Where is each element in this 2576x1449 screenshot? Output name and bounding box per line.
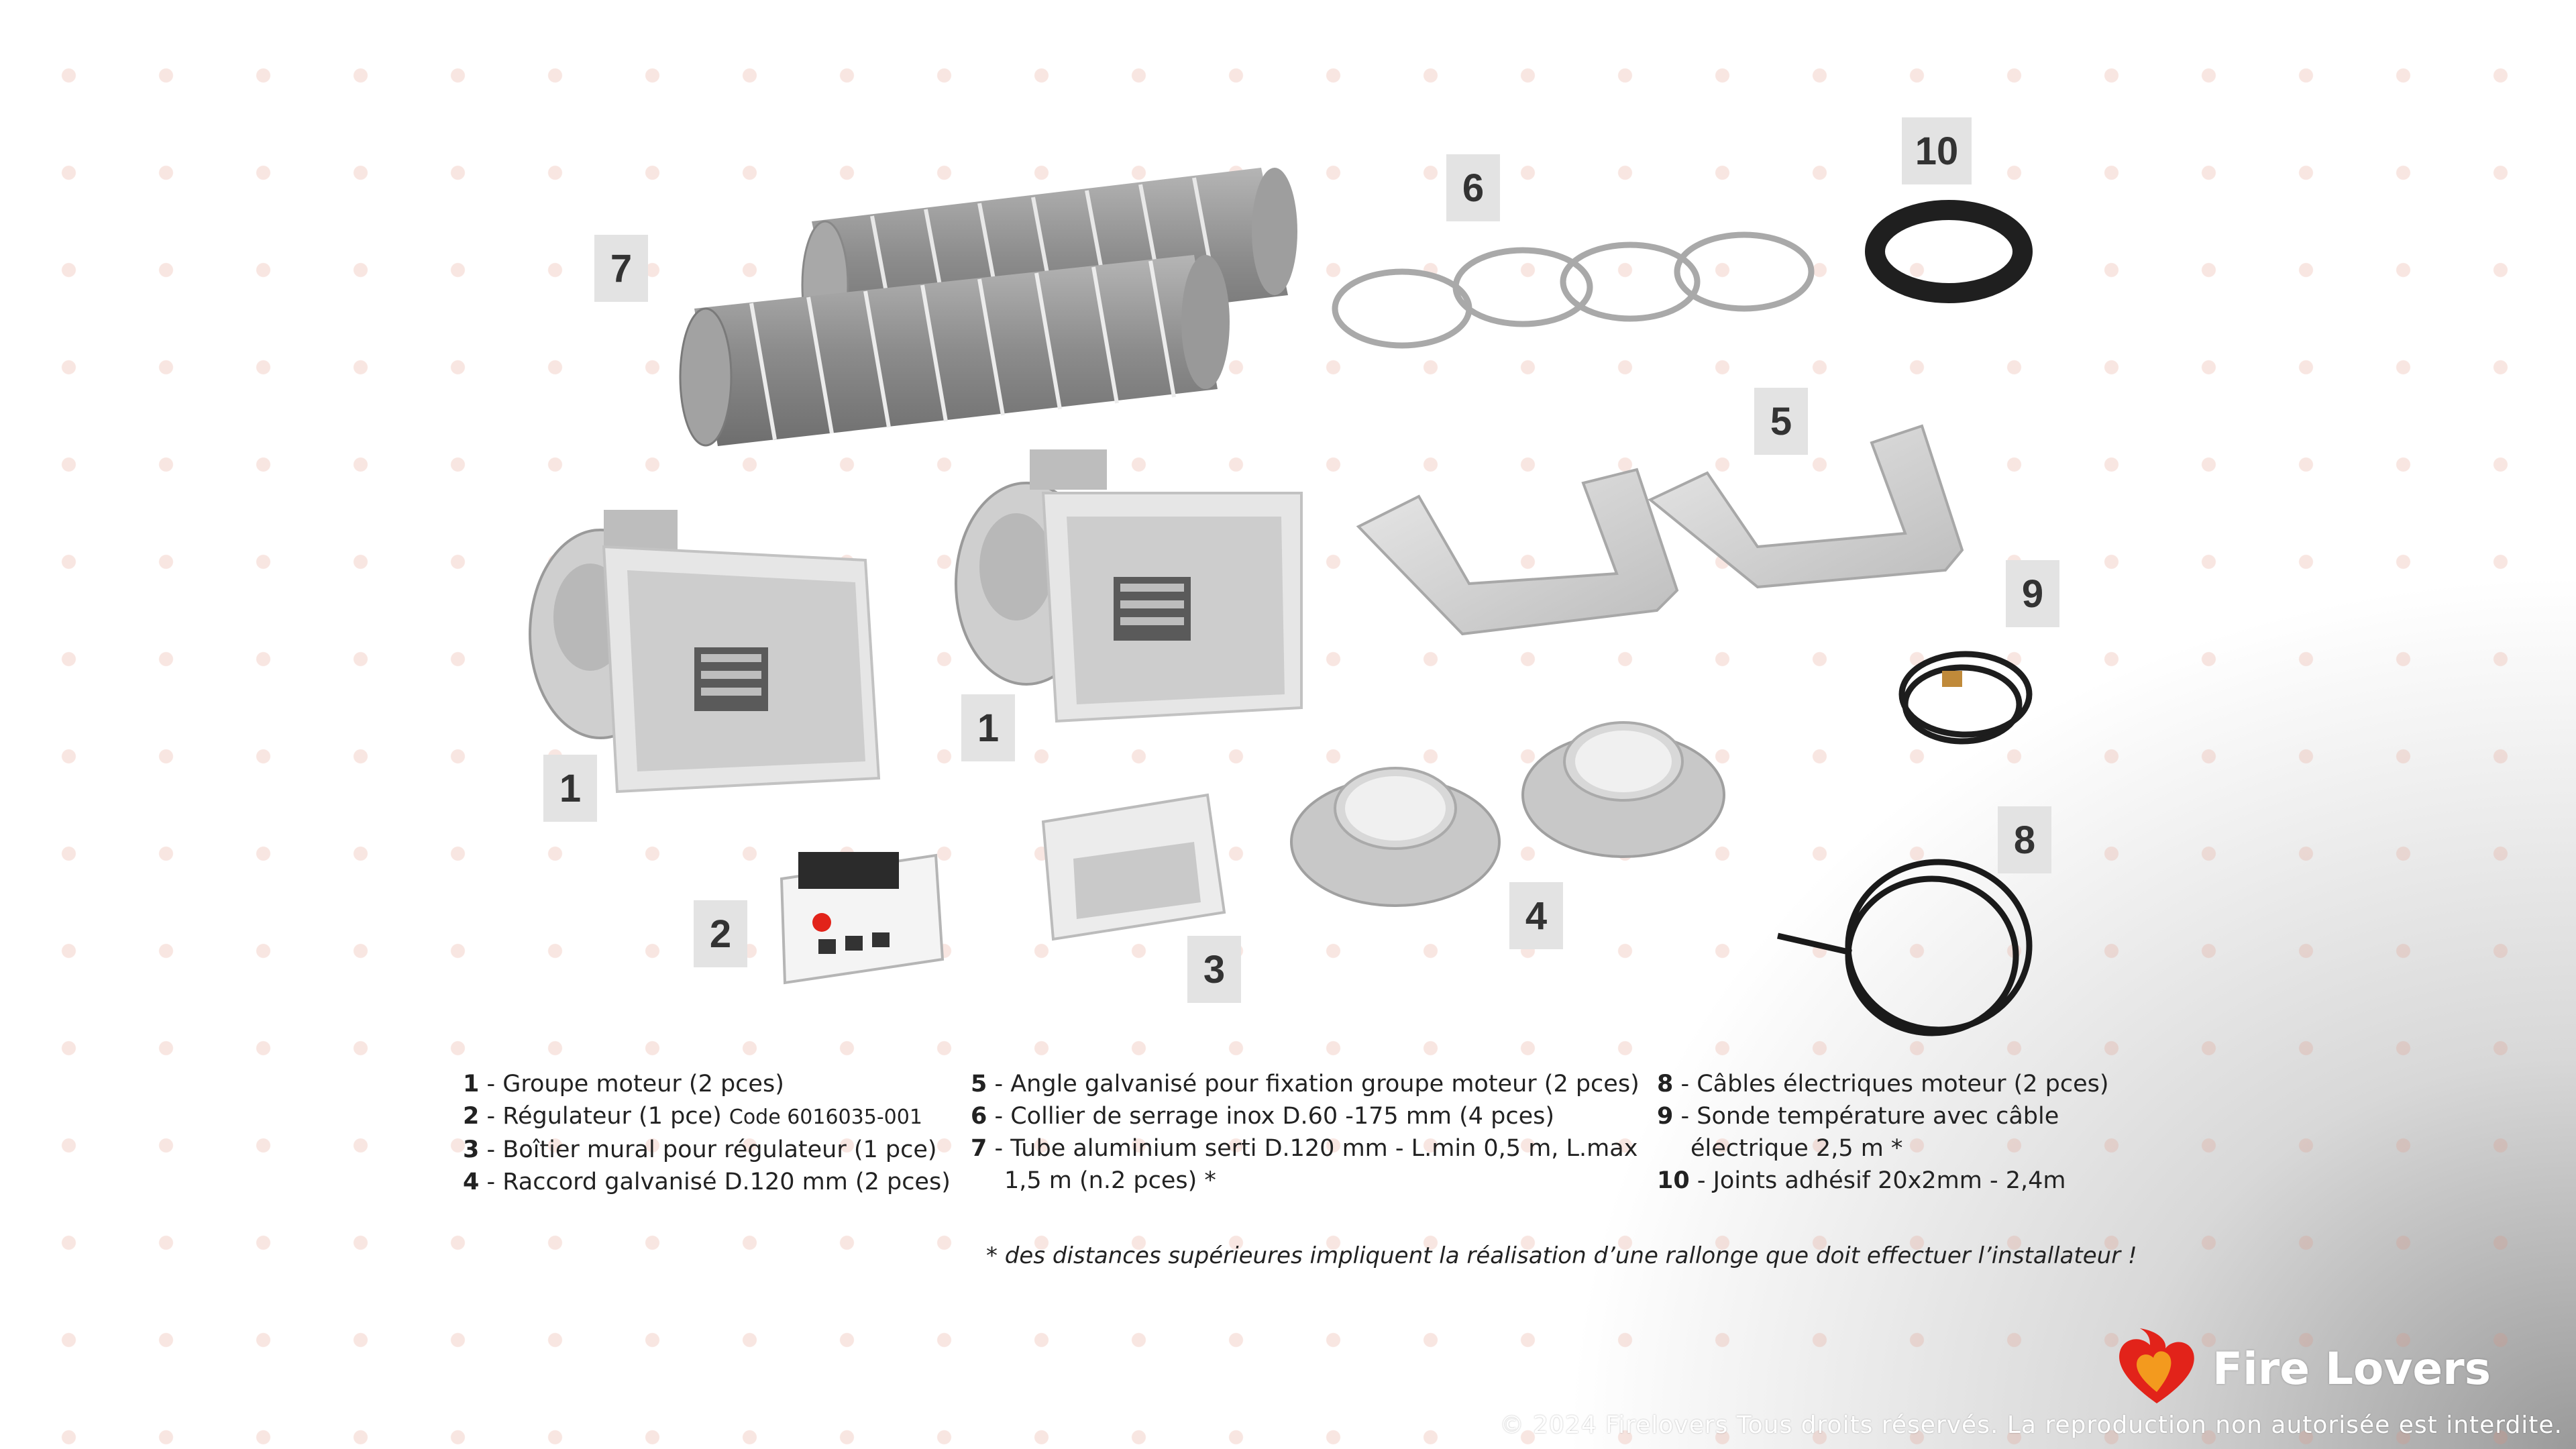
label-10: 10 (1902, 117, 1972, 184)
stainless-clamps (1332, 231, 1815, 349)
electric-cables (1777, 859, 2033, 1036)
legend-item-1: 1 - Groupe moteur (2 pces) (463, 1071, 784, 1097)
regulator (780, 852, 945, 985)
label-3: 3 (1187, 936, 1241, 1003)
legend-item-3: 3 - Boîtier mural pour régulateur (1 pce… (463, 1136, 937, 1163)
legend-column-2: 5 - Angle galvanisé pour fixation groupe… (971, 1068, 1640, 1197)
copyright-notice: © 2024 Firelovers Tous droits réservés. … (1499, 1411, 2563, 1439)
legend-item-4: 4 - Raccord galvanisé D.120 mm (2 pces) (463, 1169, 951, 1195)
label-5: 5 (1754, 388, 1808, 455)
label-2: 2 (694, 900, 747, 967)
adhesive-joint-roll (1865, 200, 2033, 303)
footnote: * des distances supérieures impliquent l… (986, 1242, 2137, 1269)
label-4: 4 (1509, 882, 1563, 949)
label-7: 7 (594, 235, 648, 302)
legend-item-8: 8 - Câbles électriques moteur (2 pces) (1657, 1071, 2109, 1097)
legend-item-5: 5 - Angle galvanisé pour fixation groupe… (971, 1071, 1640, 1097)
probe-sensor (1942, 671, 1962, 687)
brand-name: Fire Lovers (2212, 1342, 2491, 1395)
motor-group-1 (529, 510, 881, 794)
galvanised-connectors (1290, 721, 1725, 907)
label-6: 6 (1446, 154, 1500, 221)
legend-item-6: 6 - Collier de serrage inox D.60 -175 mm… (971, 1103, 1555, 1130)
brand: Fire Lovers (2113, 1328, 2491, 1409)
label-1-right: 1 (961, 694, 1015, 761)
legend-column-1: 1 - Groupe moteur (2 pces) 2 - Régulateu… (463, 1068, 951, 1198)
label-9: 9 (2006, 560, 2059, 627)
legend-item-10: 10 - Joints adhésif 20x2mm - 2,4m (1657, 1167, 2066, 1194)
label-1-left: 1 (543, 755, 597, 822)
galvanised-angles (1356, 424, 1964, 636)
legend-column-3: 8 - Câbles électriques moteur (2 pces) 9… (1657, 1068, 2109, 1197)
motor-group-2 (955, 449, 1303, 723)
legend-item-9: 9 - Sonde température avec câble (1657, 1103, 2059, 1130)
label-8: 8 (1998, 806, 2051, 873)
legend-item-2: 2 - Régulateur (1 pce) Code 6016035-001 (463, 1103, 922, 1130)
temperature-probe (1898, 651, 2033, 745)
aluminium-tube-1 (679, 255, 1230, 447)
legend-item-9-continued: électrique 2,5 m * (1690, 1135, 1903, 1162)
legend-item-7: 7 - Tube aluminium serti D.120 mm - L.mi… (971, 1135, 1638, 1162)
wall-box (1041, 793, 1226, 941)
legend-item-7-continued: 1,5 m (n.2 pces) * (1004, 1167, 1216, 1194)
flame-heart-icon (2119, 1328, 2194, 1403)
